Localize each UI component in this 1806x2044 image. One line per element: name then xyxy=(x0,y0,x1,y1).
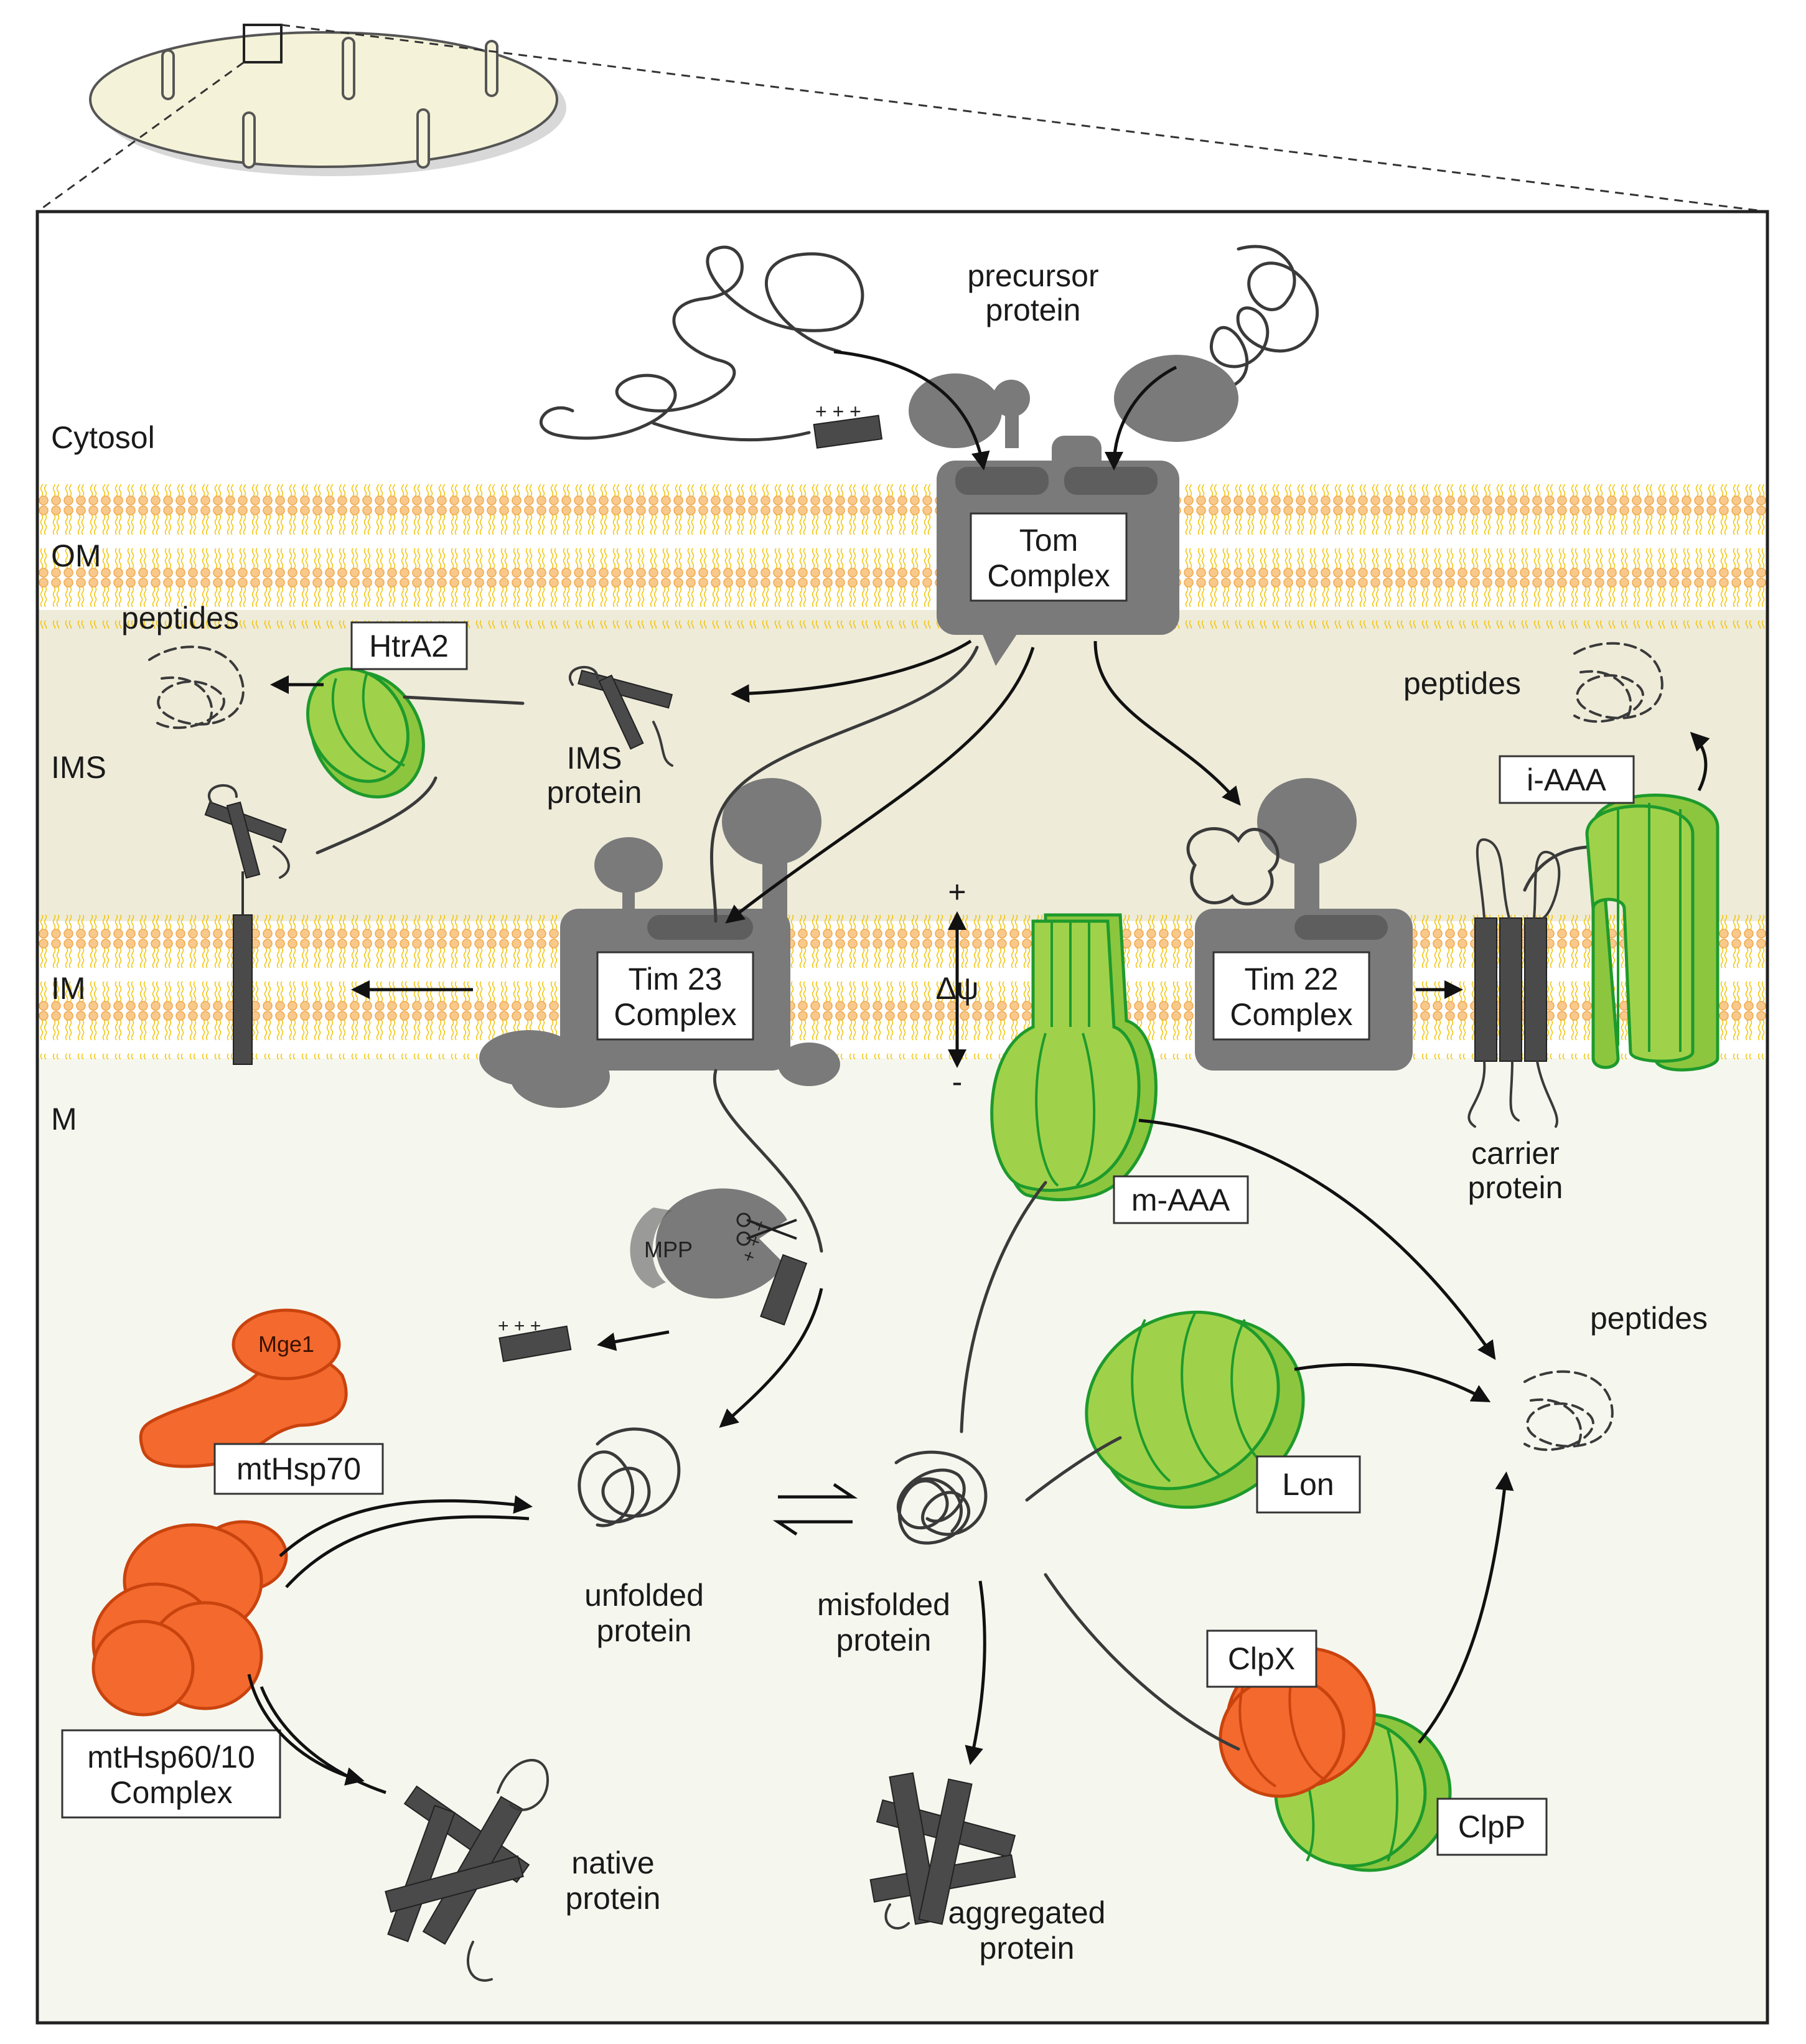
mthsp60-label-line2: Complex xyxy=(110,1775,232,1810)
peptides-ims-left-label: peptides xyxy=(121,601,239,635)
maaa-label: m-AAA xyxy=(1131,1183,1230,1217)
lon-label: Lon xyxy=(1282,1467,1334,1502)
aggregated-protein-label-line2: protein xyxy=(980,1931,1075,1966)
mge1-label: Mge1 xyxy=(258,1331,314,1357)
lon-protease xyxy=(1085,1310,1305,1509)
lon-to-peptides-arrow xyxy=(1294,1362,1491,1402)
clpp-box xyxy=(1436,1798,1548,1856)
precursor-label-line2: protein xyxy=(986,293,1081,327)
scissors-icon xyxy=(736,1212,797,1246)
tim22-complex-box xyxy=(1212,951,1370,1041)
detail-frame xyxy=(35,210,1769,2025)
aggregated-protein-label-line1: aggregated xyxy=(948,1895,1105,1930)
region-label-cytosol: Cytosol xyxy=(51,420,155,455)
ims-protein-label-line1: IMS xyxy=(567,741,622,776)
carrier-protein-label-line1: carrier xyxy=(1471,1136,1560,1171)
tom-to-tim23-arrow xyxy=(725,647,1035,924)
mthsp70-box xyxy=(213,1443,384,1495)
carrier-protein-label-line2: protein xyxy=(1468,1170,1563,1205)
htra2-protease xyxy=(306,667,425,799)
import-to-unfolded-arrow xyxy=(719,1288,823,1428)
region-label-ims: IMS xyxy=(51,750,106,785)
lon-box xyxy=(1256,1455,1361,1514)
peptides-ims-left xyxy=(148,645,245,729)
misfolded-protein-label-line2: protein xyxy=(836,1623,932,1657)
tom-to-tim22-arrow xyxy=(1093,640,1241,806)
chaperone-to-unfolded-arrow-1 xyxy=(279,1495,533,1557)
precursor-to-tom-arrow-left xyxy=(833,350,990,471)
misfolded-protein xyxy=(894,1450,988,1545)
membrane-potential-delta-psi: Δψ xyxy=(935,971,978,1006)
precursor-protein-left xyxy=(539,245,883,449)
misfolded-to-aggregated-arrow xyxy=(965,1580,986,1765)
presequence-cleaved xyxy=(760,1254,808,1326)
mthsp70-chaperone xyxy=(139,1308,348,1468)
tom-complex-box xyxy=(970,512,1128,602)
free-presequence-charges: + + + xyxy=(498,1316,541,1336)
peptides-ims-right xyxy=(1573,642,1663,723)
mthsp60-label-line1: mtHsp60/10 xyxy=(87,1740,255,1774)
precursor-to-tom-arrow-right xyxy=(1105,365,1177,471)
aggregated-protein xyxy=(869,1772,1016,1930)
zoom-region xyxy=(243,24,283,63)
maaa-box xyxy=(1113,1175,1249,1224)
clpx-label: ClpX xyxy=(1228,1641,1295,1676)
unfolded-protein-label-line2: protein xyxy=(597,1613,692,1648)
peptides-matrix xyxy=(1523,1370,1614,1451)
mpp-label: MPP xyxy=(644,1237,693,1262)
precursor-charges: + + + xyxy=(815,400,861,423)
maaa-to-peptides-arrow xyxy=(1138,1118,1496,1360)
precursor-label-line1: precursor xyxy=(967,258,1098,293)
mitochondrion-overview xyxy=(37,24,1768,213)
im-anchored-protein xyxy=(204,784,290,1065)
tom-complex-label-line1: Tom xyxy=(1019,523,1078,558)
precursor-protein-right xyxy=(1210,245,1319,388)
chaperone-to-native-arrow-2 xyxy=(260,1686,386,1794)
tim22-complex-label-line2: Complex xyxy=(1230,997,1352,1032)
chaperone-to-unfolded-arrow-2 xyxy=(285,1515,530,1588)
outer-membrane xyxy=(37,484,1767,629)
tim22-complex-label-line1: Tim 22 xyxy=(1245,962,1339,996)
membrane-potential-plus: + xyxy=(948,874,966,909)
ims-protein-label-line2: protein xyxy=(547,775,642,810)
native-protein-label-line2: protein xyxy=(566,1881,661,1916)
membrane-potential-minus: - xyxy=(952,1064,963,1099)
iaaa-to-peptides-arrow xyxy=(1690,731,1710,792)
matrix-region xyxy=(37,1058,1767,2023)
clpx-box xyxy=(1206,1629,1317,1688)
tom-complex-label-line2: Complex xyxy=(987,558,1110,593)
mthsp70-label: mtHsp70 xyxy=(236,1451,361,1486)
iaaa-label: i-AAA xyxy=(1527,762,1606,797)
iaaa-protease xyxy=(1585,794,1719,1072)
mthsp60-box xyxy=(61,1729,281,1819)
maaa-protease xyxy=(990,913,1158,1201)
free-presequence xyxy=(498,1325,572,1362)
mpp-peptidase xyxy=(630,1188,787,1299)
misfolded-protein-label-line1: misfolded xyxy=(817,1587,950,1622)
clpxp-to-peptides-arrow xyxy=(1418,1471,1514,1744)
tim23-complex-label-line1: Tim 23 xyxy=(629,962,723,996)
clpp-label: ClpP xyxy=(1458,1809,1525,1844)
peptides-ims-right-label: peptides xyxy=(1403,666,1521,701)
tom-to-ims-arrow xyxy=(731,639,972,703)
presequence-release-arrow xyxy=(597,1330,670,1351)
tim23-complex-box xyxy=(596,951,754,1041)
htra2-box xyxy=(350,621,468,670)
region-label-om: OM xyxy=(51,538,101,573)
mthsp60-complex xyxy=(91,1520,288,1717)
ims-protein xyxy=(569,665,673,767)
native-protein-label-line1: native xyxy=(571,1845,654,1880)
iaaa-box xyxy=(1499,755,1635,804)
unfolded-protein xyxy=(578,1427,681,1527)
unfolded-protein-label-line1: unfolded xyxy=(584,1578,704,1613)
peptides-matrix-label: peptides xyxy=(1590,1301,1708,1336)
region-label-im: IM xyxy=(51,971,86,1006)
native-protein xyxy=(385,1758,550,1982)
tim23-complex-label-line2: Complex xyxy=(614,997,736,1032)
region-label-matrix: M xyxy=(51,1102,77,1137)
equilibrium-arrows xyxy=(772,1483,858,1536)
htra2-label: HtrA2 xyxy=(369,629,449,663)
